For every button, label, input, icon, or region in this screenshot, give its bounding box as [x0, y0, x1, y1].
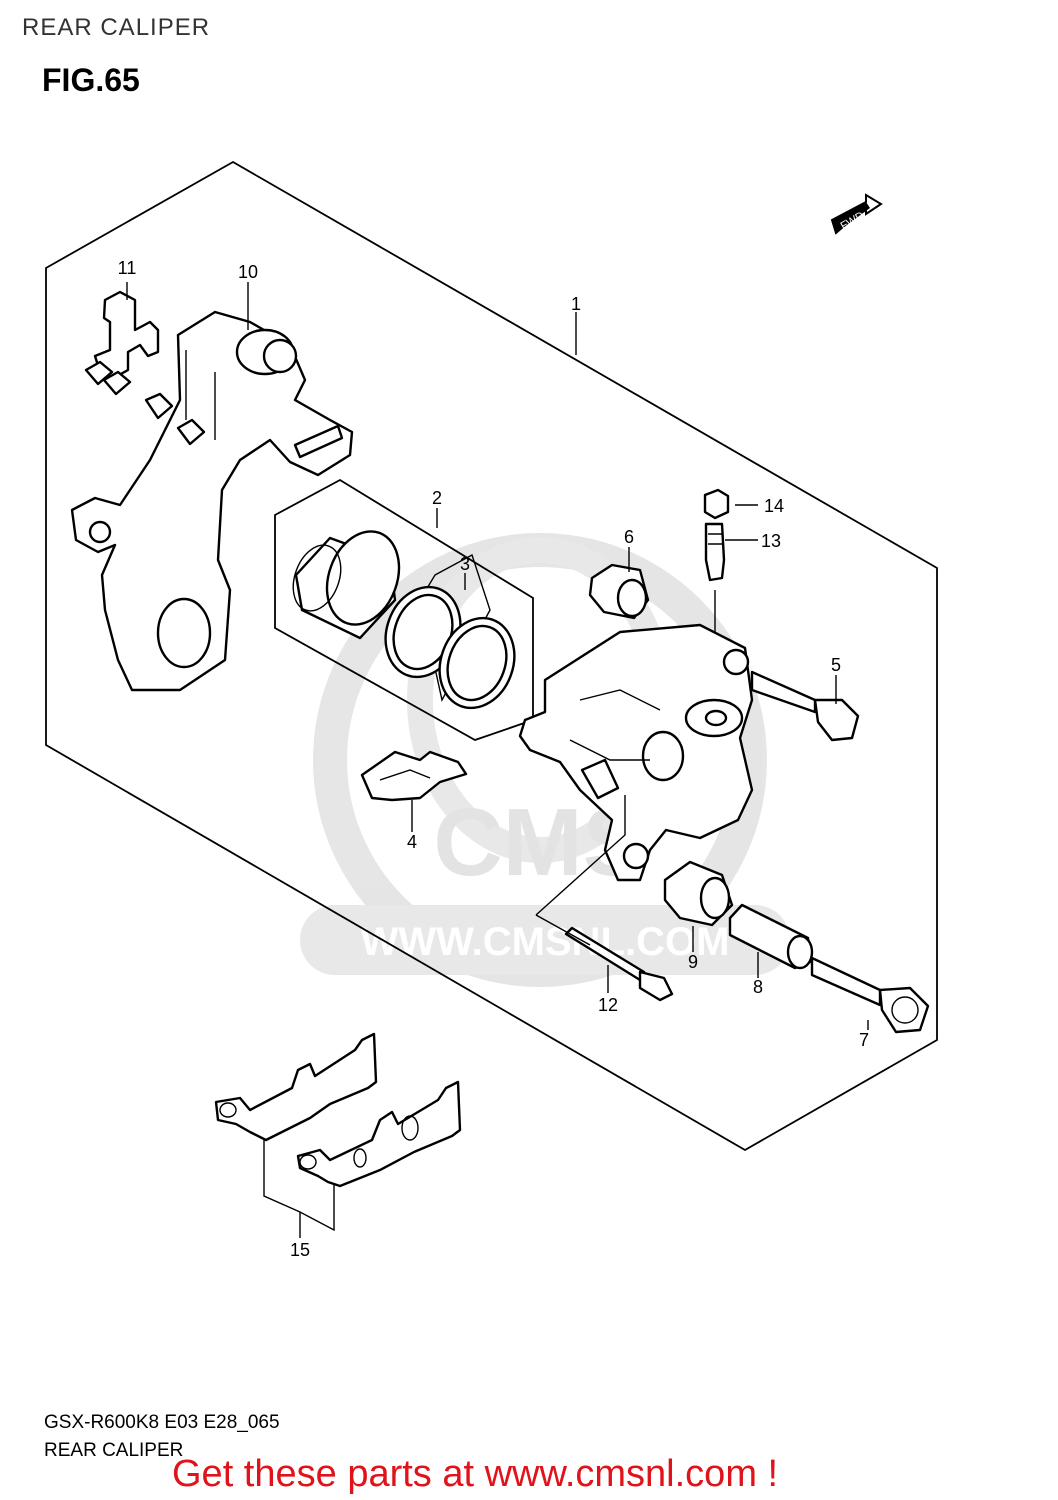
callout-14: 14: [764, 496, 784, 516]
mounting-bolt: [810, 956, 930, 1034]
watermark-url: WWW.CMSNL.COM: [361, 920, 730, 964]
callout-4: 4: [407, 832, 417, 852]
pad-pin: [564, 926, 674, 1002]
callout-6: 6: [624, 527, 634, 547]
pin-boot: [663, 860, 734, 927]
figure-number: FIG.65: [42, 62, 140, 98]
assembly-frame-outline: [45, 160, 938, 1152]
sleeve: [728, 903, 814, 970]
pad-spring: [360, 750, 468, 802]
callout-8: 8: [753, 977, 763, 997]
page-header-title: REAR CALIPER: [22, 14, 211, 41]
callout-9: 9: [688, 952, 698, 972]
forward-arrow-icon: FWD: [830, 193, 883, 235]
caliper-bracket: [70, 310, 354, 692]
leader-lines: [126, 282, 869, 1238]
pad-spring-clip: [84, 290, 160, 396]
piston-seals: [384, 585, 516, 710]
callout-2: 2: [432, 488, 442, 508]
callout-12: 12: [598, 995, 618, 1015]
callout-5: 5: [831, 655, 841, 675]
caliper-body: [518, 623, 754, 882]
callout-1: 1: [571, 294, 581, 314]
callout-10: 10: [238, 262, 258, 282]
callout-11: 11: [118, 258, 137, 278]
callout-13: 13: [761, 531, 781, 551]
callout-3: 3: [460, 554, 470, 574]
caliper-piston: [292, 530, 401, 640]
callout-7: 7: [859, 1030, 869, 1050]
get-parts-link[interactable]: Get these parts at www.cmsnl.com !: [172, 1453, 779, 1495]
boot: [588, 563, 650, 620]
fwd-label: FWD: [839, 210, 867, 233]
brake-pad-set: [214, 1032, 462, 1188]
callout-15: 15: [290, 1240, 310, 1260]
section-name: REAR CALIPER: [44, 1440, 184, 1461]
bleeder-valve: [704, 522, 726, 582]
bleeder-cap: [703, 488, 730, 520]
model-code: GSX-R600K8 E03 E28_065: [44, 1412, 280, 1433]
pad-pin-bolt: [750, 670, 860, 742]
